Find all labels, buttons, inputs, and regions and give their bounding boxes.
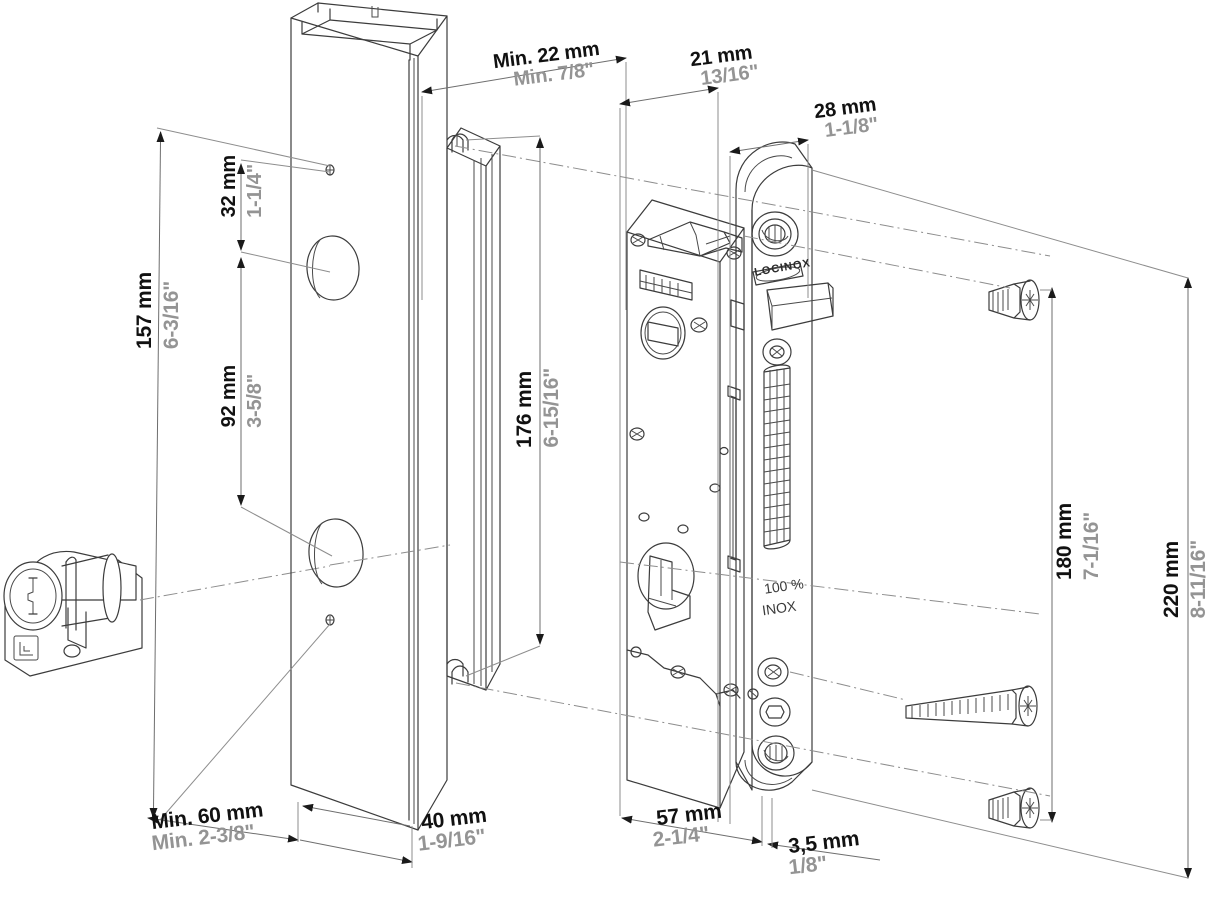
euro-profile-cylinder-graphic [3, 550, 331, 677]
dim-keep-width: 21 mm 13/16" [688, 41, 760, 90]
dim-backset: 28 mm 1-1/8" [812, 93, 880, 142]
dim-post-hole-spacing: 92 mm 3-5/8" [218, 365, 266, 428]
dim-screw-spacing: 180 mm 7-1/16" [1053, 503, 1103, 581]
locinox-logo-plate [752, 262, 804, 286]
dim-post-total-height: 157 mm 6-3/16" [133, 272, 183, 350]
dimline-92 [237, 257, 333, 557]
axis-top [454, 145, 1051, 257]
dimline-40 [299, 803, 413, 868]
strike-keep-plate-graphic [446, 127, 501, 691]
dim-faceplate-length: 220 mm 8-11/16" [1160, 540, 1210, 619]
dimline-28 [729, 137, 809, 824]
dimline-35 [761, 796, 881, 861]
dimline-220 [811, 169, 1192, 879]
faceplate-graphic [735, 141, 834, 791]
countersunk-screw-top-graphic [988, 279, 1040, 321]
lock-case-body-graphic [626, 199, 745, 809]
dim-keep-length: 176 mm 6-15/16" [513, 368, 563, 448]
long-machine-screw-graphic [905, 685, 1038, 727]
countersunk-screw-bottom-graphic [988, 787, 1040, 829]
dimline-57 [621, 815, 763, 845]
dim-lock-case-depth: 57 mm 2-1/4" [651, 799, 723, 852]
dimline-21 [619, 85, 719, 822]
dim-faceplate-thickness: 3,5 mm 1/8" [787, 827, 861, 880]
axis-mid [619, 561, 1041, 615]
dimline-min60 [147, 802, 299, 843]
dimline-min22 [421, 55, 627, 310]
dimline-176 [465, 135, 544, 677]
dim-post-depth: 40 mm 1-9/16" [416, 803, 488, 856]
square-tube-post-graphic [290, 2, 464, 831]
axis-bottom [455, 682, 1051, 797]
dimline-32 [237, 159, 331, 273]
dimline-180 [1040, 287, 1056, 823]
dim-post-hole-top: 32 mm 1-1/4" [218, 155, 266, 218]
dimline-157 [149, 127, 331, 821]
